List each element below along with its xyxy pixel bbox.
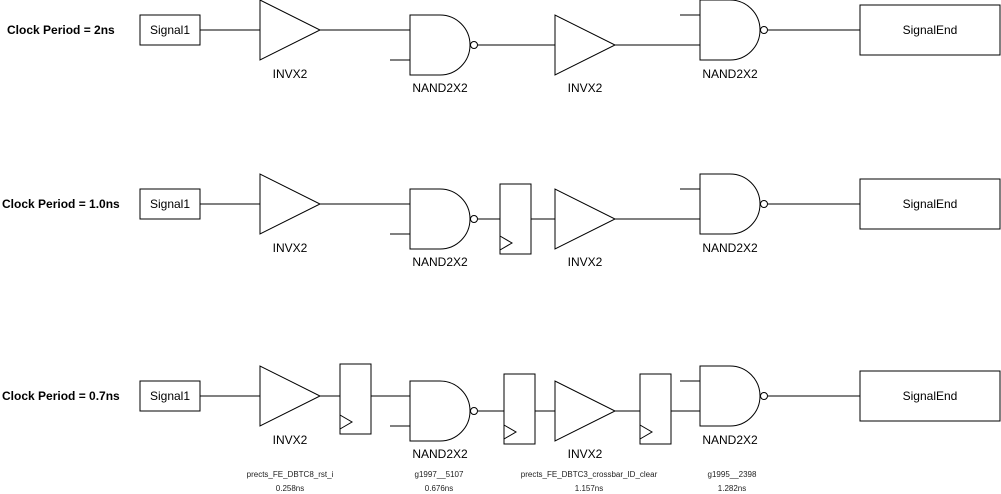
signal-start-label: Signal1 — [150, 389, 190, 403]
clock-triangle-icon — [339, 414, 353, 430]
clock-period-label: Clock Period = 2ns — [7, 23, 115, 37]
inverter-gate[interactable]: INVX2 — [259, 0, 322, 81]
annotation-delay: 0.258ns — [276, 484, 304, 493]
signal-end-label: SignalEnd — [903, 389, 958, 403]
signal-end-label: SignalEnd — [903, 23, 958, 37]
signal-end-box[interactable]: SignalEnd — [859, 4, 1001, 56]
timing-annotation: prects_FE_DBTC3_crossbar_ID_clear 1.157n… — [521, 470, 658, 493]
flip-flop[interactable] — [339, 363, 372, 435]
gate-label: NAND2X2 — [702, 433, 758, 447]
gate-label: INVX2 — [273, 67, 308, 81]
signal-end-label: SignalEnd — [903, 197, 958, 211]
signal-start-box[interactable]: Signal1 — [139, 380, 201, 412]
clock-triangle-icon — [503, 424, 517, 440]
nand-gate[interactable]: NAND2X2 — [680, 0, 768, 81]
clock-triangle-icon — [499, 235, 513, 251]
inverter-gate[interactable]: INVX2 — [259, 365, 322, 447]
signal-end-box[interactable]: SignalEnd — [859, 370, 1001, 422]
gate-label: NAND2X2 — [702, 241, 758, 255]
annotation-delay: 1.282ns — [718, 484, 746, 493]
gate-label: INVX2 — [273, 433, 308, 447]
nand-gate[interactable]: NAND2X2 — [680, 365, 768, 447]
row-clock-0-7ns: Clock Period = 0.7ns Signal1 INVX2 NAND2… — [2, 363, 1001, 493]
row-clock-1ns: Clock Period = 1.0ns Signal1 INVX2 NAND2… — [2, 173, 1001, 269]
timing-annotation: prects_FE_DBTC8_rst_i 0.258ns — [247, 470, 334, 493]
inverter-gate[interactable]: INVX2 — [554, 188, 617, 269]
row-clock-2ns: Clock Period = 2ns Signal1 INVX2 NAND2X2… — [7, 0, 1001, 95]
annotation-instance: prects_FE_DBTC8_rst_i — [247, 470, 334, 479]
flip-flop[interactable] — [499, 183, 532, 255]
nand-gate[interactable]: NAND2X2 — [390, 380, 478, 461]
clock-period-label: Clock Period = 1.0ns — [2, 197, 120, 211]
gate-label: NAND2X2 — [702, 67, 758, 81]
gate-label: NAND2X2 — [412, 255, 468, 269]
gate-label: INVX2 — [568, 255, 603, 269]
gate-label: NAND2X2 — [412, 447, 468, 461]
signal-start-label: Signal1 — [150, 23, 190, 37]
gate-label: NAND2X2 — [412, 81, 468, 95]
nand-gate[interactable]: NAND2X2 — [390, 14, 478, 95]
signal-start-box[interactable]: Signal1 — [139, 188, 201, 220]
timing-annotation: g1995__2398 1.282ns — [708, 470, 757, 493]
annotation-delay: 1.157ns — [575, 484, 603, 493]
nand-gate[interactable]: NAND2X2 — [390, 188, 478, 269]
inverter-gate[interactable]: INVX2 — [259, 173, 322, 255]
annotation-delay: 0.676ns — [425, 484, 453, 493]
signal-start-label: Signal1 — [150, 197, 190, 211]
gate-label: INVX2 — [568, 81, 603, 95]
signal-end-box[interactable]: SignalEnd — [859, 178, 1001, 230]
clock-period-label: Clock Period = 0.7ns — [2, 389, 120, 403]
gate-label: INVX2 — [568, 447, 603, 461]
annotation-instance: prects_FE_DBTC3_crossbar_ID_clear — [521, 470, 658, 479]
inverter-gate[interactable]: INVX2 — [554, 14, 617, 95]
nand-gate[interactable]: NAND2X2 — [680, 173, 768, 255]
timing-annotation: g1997__5107 0.676ns — [415, 470, 464, 493]
annotation-instance: g1997__5107 — [415, 470, 464, 479]
clock-triangle-icon — [639, 424, 653, 440]
flip-flop[interactable] — [503, 373, 536, 445]
signal-start-box[interactable]: Signal1 — [139, 14, 201, 46]
gate-label: INVX2 — [273, 241, 308, 255]
annotation-instance: g1995__2398 — [708, 470, 757, 479]
inverter-gate[interactable]: INVX2 — [554, 380, 617, 461]
flip-flop[interactable] — [639, 373, 672, 445]
